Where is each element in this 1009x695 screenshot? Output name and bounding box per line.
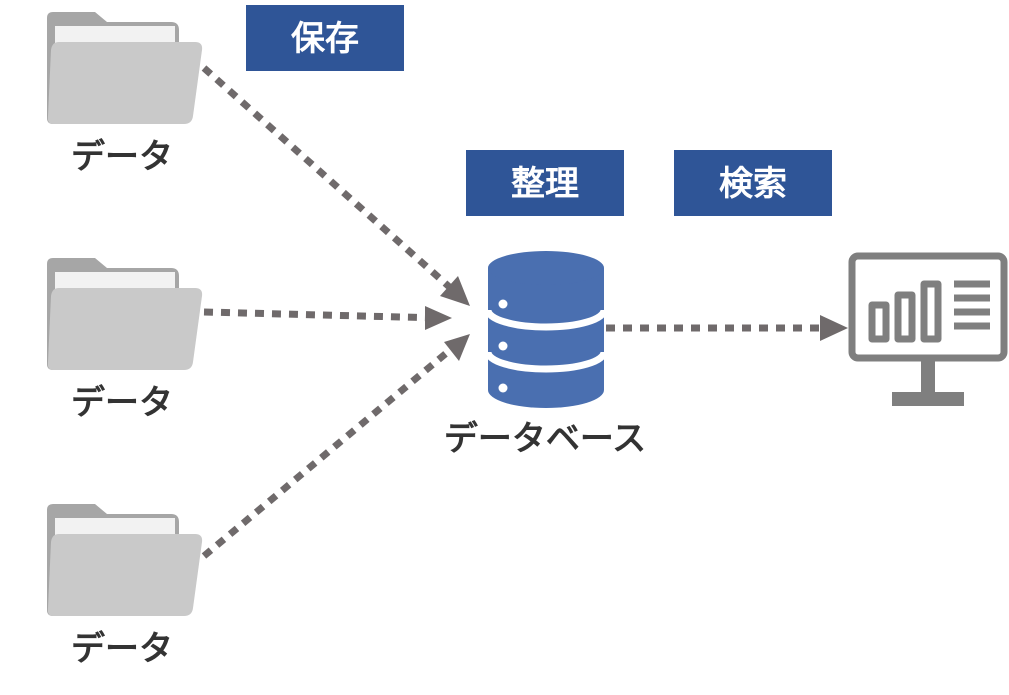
badge-organize-label: 整理 — [511, 164, 579, 204]
arrowhead-middle — [425, 306, 452, 330]
arrows — [201, 65, 822, 559]
chart-bar-2 — [894, 291, 916, 343]
badge-search-label: 検索 — [719, 164, 787, 204]
folder-icon — [47, 258, 203, 370]
database-icon — [484, 251, 608, 408]
source-label: データ — [71, 629, 173, 669]
monitor-chart-icon — [848, 252, 1008, 406]
chart-bar-1 — [868, 301, 890, 343]
source-folder-3 — [47, 504, 203, 616]
source-folder-2 — [47, 258, 203, 370]
arrowhead-search — [820, 315, 848, 341]
database-label: データベース — [444, 419, 646, 459]
folder-icon — [47, 504, 203, 616]
badge-save-label: 保存 — [291, 19, 359, 59]
monitor-stand — [892, 392, 964, 406]
arrowhead-save — [440, 276, 470, 306]
source-folder-1 — [47, 12, 203, 124]
chart-bar-3 — [920, 280, 942, 343]
source-label: データ — [71, 383, 173, 423]
folder-icon — [47, 12, 203, 124]
badge-save: 保存 — [246, 5, 404, 71]
arrowhead-bottom — [444, 334, 470, 361]
arrowheads — [425, 276, 848, 361]
badge-search: 検索 — [674, 150, 832, 216]
badge-organize: 整理 — [466, 150, 624, 216]
arrow-middle-line — [203, 308, 441, 322]
source-label: データ — [71, 137, 173, 177]
arrow-save-line — [201, 65, 458, 295]
arrow-bottom-line — [201, 347, 453, 559]
